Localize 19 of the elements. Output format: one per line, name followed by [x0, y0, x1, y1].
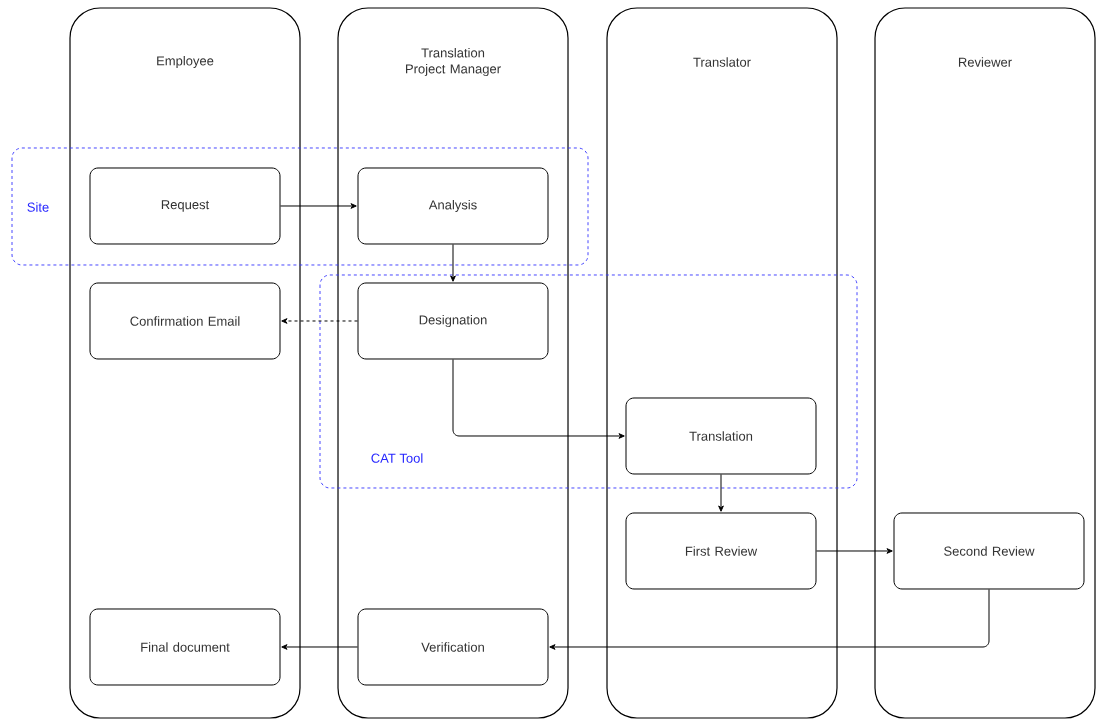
arrow — [450, 244, 456, 282]
process-box: First Review — [625, 512, 817, 590]
process-box: Designation — [357, 282, 549, 360]
arrow — [280, 203, 357, 209]
process-box: Analysis — [357, 167, 549, 245]
process-box: Final document — [89, 608, 281, 686]
process-box: Second Review — [893, 512, 1085, 590]
arrow — [281, 644, 358, 650]
arrow — [549, 589, 990, 650]
process-box: Verification — [357, 608, 549, 686]
arrow — [718, 474, 724, 512]
process-box: Translation — [625, 397, 817, 475]
arrow — [452, 359, 625, 439]
arrow — [816, 548, 893, 554]
arrow — [281, 318, 358, 324]
group-label: Site — [27, 202, 49, 212]
process-box: Confirmation Email — [89, 282, 281, 360]
group-label: CAT Tool — [371, 453, 423, 463]
process-box: Request — [89, 167, 281, 245]
